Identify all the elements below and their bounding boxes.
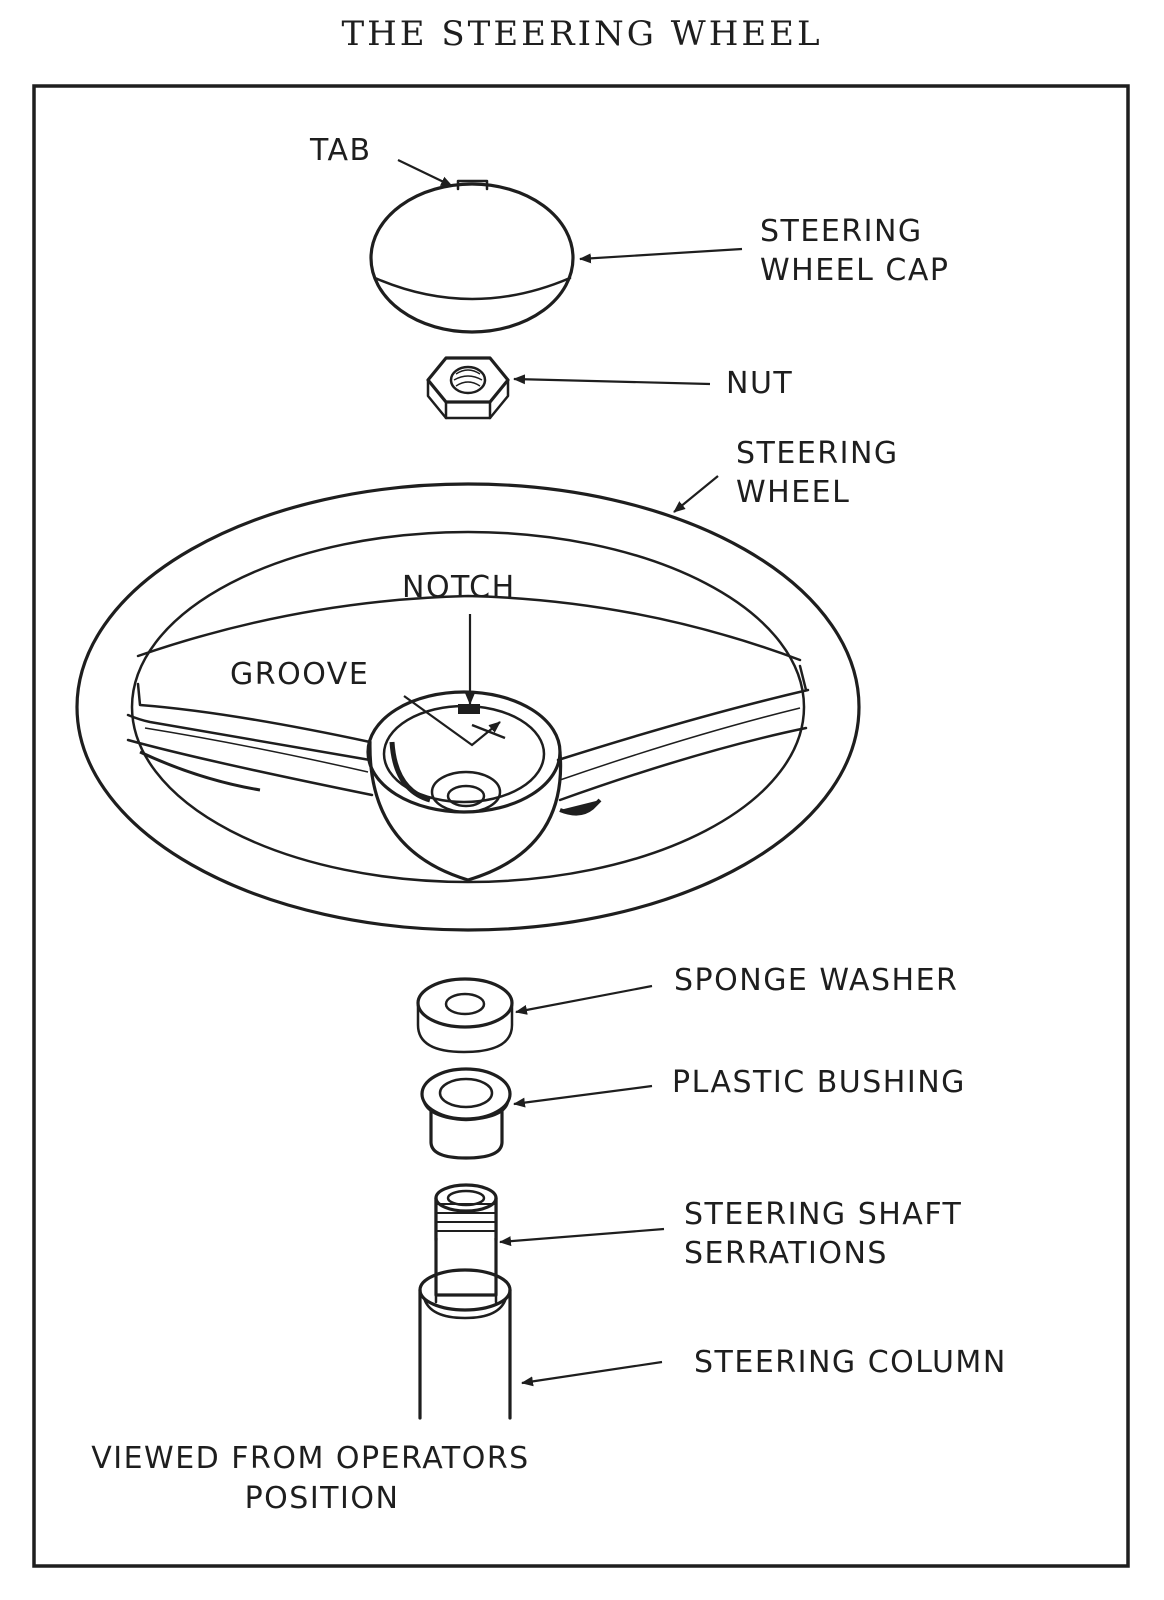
label-wheel-line1: STEERING xyxy=(736,436,899,471)
steering-column xyxy=(418,1268,512,1420)
label-sponge-washer: SPONGE WASHER xyxy=(674,963,958,998)
diagram-frame xyxy=(32,84,1130,1568)
wheel-leader xyxy=(673,475,719,513)
tab-leader xyxy=(397,159,453,187)
nut-part xyxy=(426,356,510,420)
label-tab: TAB xyxy=(309,133,372,168)
label-steering-wheel: STEERING WHEEL xyxy=(736,436,910,510)
sponge-washer xyxy=(416,977,514,1054)
cap-leader xyxy=(579,247,743,264)
page-title: THE STEERING WHEEL xyxy=(341,14,823,54)
plastic-bushing xyxy=(420,1067,512,1160)
label-viewed-line2: POSITION xyxy=(245,1481,400,1516)
label-viewed-from: VIEWED FROM OPERATORS POSITION xyxy=(91,1441,541,1516)
label-cap-line1: STEERING xyxy=(760,214,923,249)
label-steering-column: STEERING COLUMN xyxy=(694,1345,1007,1380)
groove-leader xyxy=(403,695,501,747)
label-nut: NUT xyxy=(726,366,793,401)
serrations-leader xyxy=(499,1227,665,1247)
sponge-washer-leader xyxy=(515,984,653,1015)
label-serrations-line2: SERRATIONS xyxy=(684,1236,888,1271)
label-cap-line2: WHEEL CAP xyxy=(760,253,949,288)
plastic-bushing-leader xyxy=(513,1084,653,1108)
label-steering-shaft-serrations: STEERING SHAFT SERRATIONS xyxy=(684,1197,973,1271)
steering-shaft xyxy=(434,1183,498,1297)
label-viewed-line1: VIEWED FROM OPERATORS xyxy=(91,1441,530,1476)
label-steering-wheel-cap: STEERING WHEEL CAP xyxy=(760,214,949,288)
label-plastic-bushing: PLASTIC BUSHING xyxy=(672,1065,966,1100)
label-notch: NOTCH xyxy=(402,570,516,605)
steering-wheel-cap xyxy=(369,179,575,334)
label-wheel-line2: WHEEL xyxy=(736,475,850,510)
label-serrations-line1: STEERING SHAFT xyxy=(684,1197,962,1232)
label-groove: GROOVE xyxy=(230,657,369,692)
column-leader xyxy=(521,1360,663,1387)
steering-wheel xyxy=(75,482,861,932)
nut-leader xyxy=(513,374,711,386)
